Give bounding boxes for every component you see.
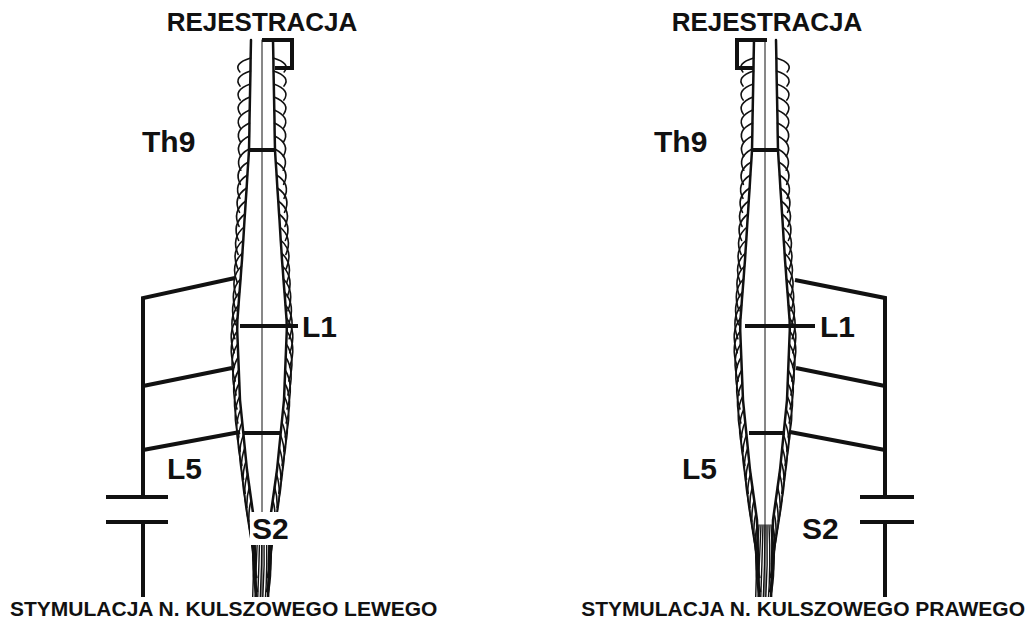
cord-stroke <box>765 40 766 600</box>
stimulation-caption: STYMULACJA N. KULSZOWEGO LEWEGO <box>8 597 439 620</box>
segment-marker <box>751 148 779 152</box>
segment-label: L5 <box>165 452 204 485</box>
cord-stroke <box>771 525 773 605</box>
segment-marker <box>745 324 815 328</box>
recording-label: REJESTRACJA <box>165 8 360 37</box>
segment-label: L5 <box>680 452 719 485</box>
segment-label: S2 <box>250 512 291 545</box>
cord-stroke <box>282 253 290 283</box>
cord-stroke <box>235 253 243 283</box>
cord-stroke <box>766 525 768 605</box>
cord-stroke <box>785 253 793 283</box>
segment-marker <box>749 431 785 435</box>
segment-marker <box>248 148 276 152</box>
segment-label: L1 <box>818 310 857 343</box>
cord-stroke <box>778 149 789 170</box>
stimulation-caption: STYMULACJA N. KULSZOWEGO PRAWEGO <box>579 597 1027 620</box>
cord-stroke <box>742 149 753 170</box>
cord-stroke <box>275 149 286 170</box>
segment-marker <box>244 431 280 435</box>
segment-label: Th9 <box>140 125 197 158</box>
cord-stroke <box>239 149 250 170</box>
stimulator-symbol <box>860 497 914 522</box>
segment-marker <box>240 324 298 328</box>
stimulation-wire <box>143 278 240 600</box>
recording-electrode <box>737 40 767 68</box>
cord-stroke <box>768 525 770 605</box>
cord-stroke <box>776 58 789 72</box>
segment-label: S2 <box>800 512 841 545</box>
stimulation-wire <box>790 280 885 600</box>
cord-stroke <box>771 40 790 600</box>
cord-stroke <box>763 525 765 605</box>
cord-stroke <box>740 40 759 600</box>
recording-label: REJESTRACJA <box>670 8 865 37</box>
recording-electrode <box>262 40 292 68</box>
segment-label: Th9 <box>652 125 709 158</box>
stimulator-symbol <box>106 497 168 522</box>
cord-stroke <box>761 525 764 605</box>
segment-label: L1 <box>300 310 339 343</box>
cord-stroke <box>738 253 746 283</box>
cord-stroke <box>238 58 251 72</box>
